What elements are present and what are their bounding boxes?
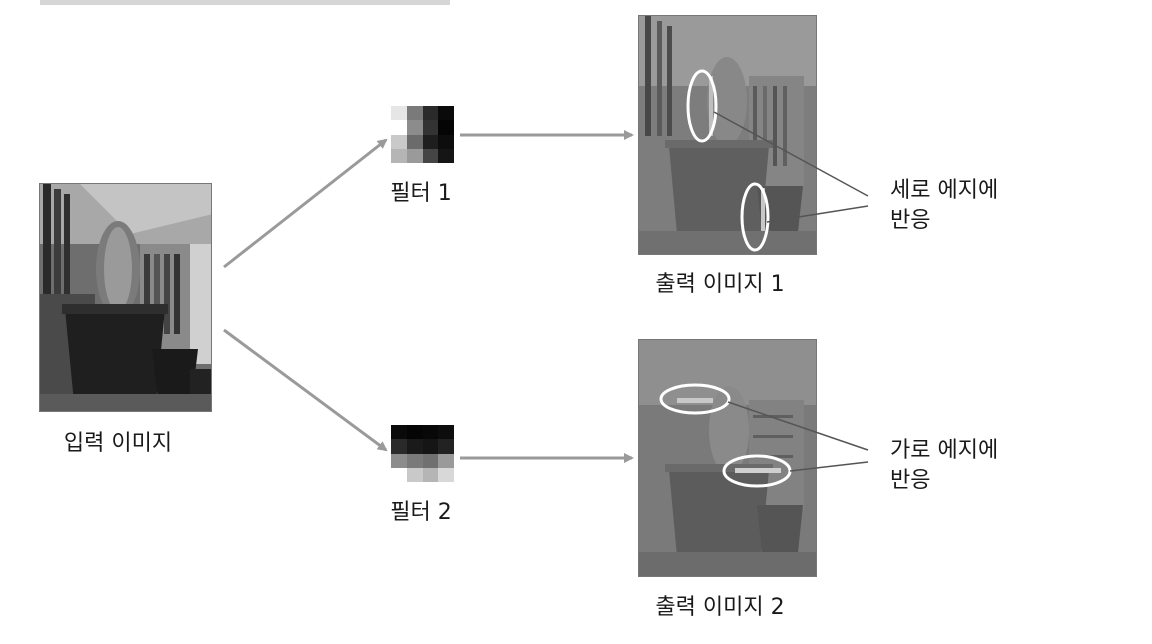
kernel-cell — [391, 148, 407, 163]
kernel-cell — [438, 148, 454, 163]
kernel-cell — [391, 106, 407, 121]
kernel-cell — [391, 425, 407, 440]
vertical-edge-note-line2: 반응 — [890, 208, 931, 233]
input-image-drawing — [40, 184, 211, 411]
kernel-cell — [438, 425, 454, 440]
input-image — [39, 183, 212, 412]
kernel-cell — [406, 134, 423, 149]
kernel-cell — [406, 425, 423, 440]
kernel-cell — [422, 120, 439, 135]
vertical-callout-line-2 — [766, 205, 869, 223]
horizontal-callout-line-1 — [727, 401, 869, 451]
kernel-cell — [406, 148, 423, 163]
output-image-1-drawing — [639, 16, 816, 254]
kernel-cell — [422, 467, 439, 482]
kernel-cell — [438, 453, 454, 468]
kernel-cell — [406, 120, 423, 135]
output-image-1-label: 출력 이미지 1 — [655, 272, 785, 297]
vertical-edge-highlight-1 — [686, 69, 718, 143]
kernel-cell — [438, 106, 454, 121]
kernel-cell — [391, 467, 407, 482]
kernel-cell — [406, 106, 423, 121]
kernel-cell — [438, 120, 454, 135]
kernel-cell — [391, 134, 407, 149]
kernel-cell — [406, 467, 423, 482]
filter-2-kernel — [391, 425, 454, 482]
output-image-1 — [638, 15, 817, 255]
kernel-cell — [406, 439, 423, 454]
vertical-edge-note-line1: 세로 에지에 — [890, 178, 999, 203]
vertical-edge-highlight-2 — [740, 182, 770, 252]
kernel-cell — [438, 439, 454, 454]
output-image-2-label: 출력 이미지 2 — [655, 595, 785, 620]
kernel-cell — [422, 425, 439, 440]
vertical-callout-line-1 — [713, 111, 869, 197]
kernel-cell — [406, 453, 423, 468]
horizontal-edge-note-line1: 가로 에지에 — [890, 438, 999, 463]
filter-1-label: 필터 1 — [390, 181, 452, 206]
arrow-input-to-filter-2 — [223, 328, 388, 452]
kernel-cell — [422, 453, 439, 468]
kernel-cell — [391, 439, 407, 454]
horizontal-callout-line-2 — [789, 461, 869, 472]
kernel-cell — [422, 439, 439, 454]
horizontal-edge-highlight-1 — [659, 383, 731, 415]
kernel-cell — [422, 106, 439, 121]
filter-1-kernel — [391, 106, 454, 163]
horizontal-edge-highlight-2 — [722, 454, 792, 488]
arrow-input-to-filter-1 — [223, 138, 388, 269]
kernel-cell — [438, 467, 454, 482]
kernel-cell — [422, 134, 439, 149]
kernel-cell — [438, 134, 454, 149]
input-image-label: 입력 이미지 — [63, 431, 173, 456]
kernel-cell — [391, 120, 407, 135]
kernel-cell — [391, 453, 407, 468]
kernel-cell — [422, 148, 439, 163]
top-crop-strip — [40, 0, 450, 5]
horizontal-edge-note-line2: 반응 — [890, 468, 931, 493]
filter-2-label: 필터 2 — [390, 500, 452, 525]
